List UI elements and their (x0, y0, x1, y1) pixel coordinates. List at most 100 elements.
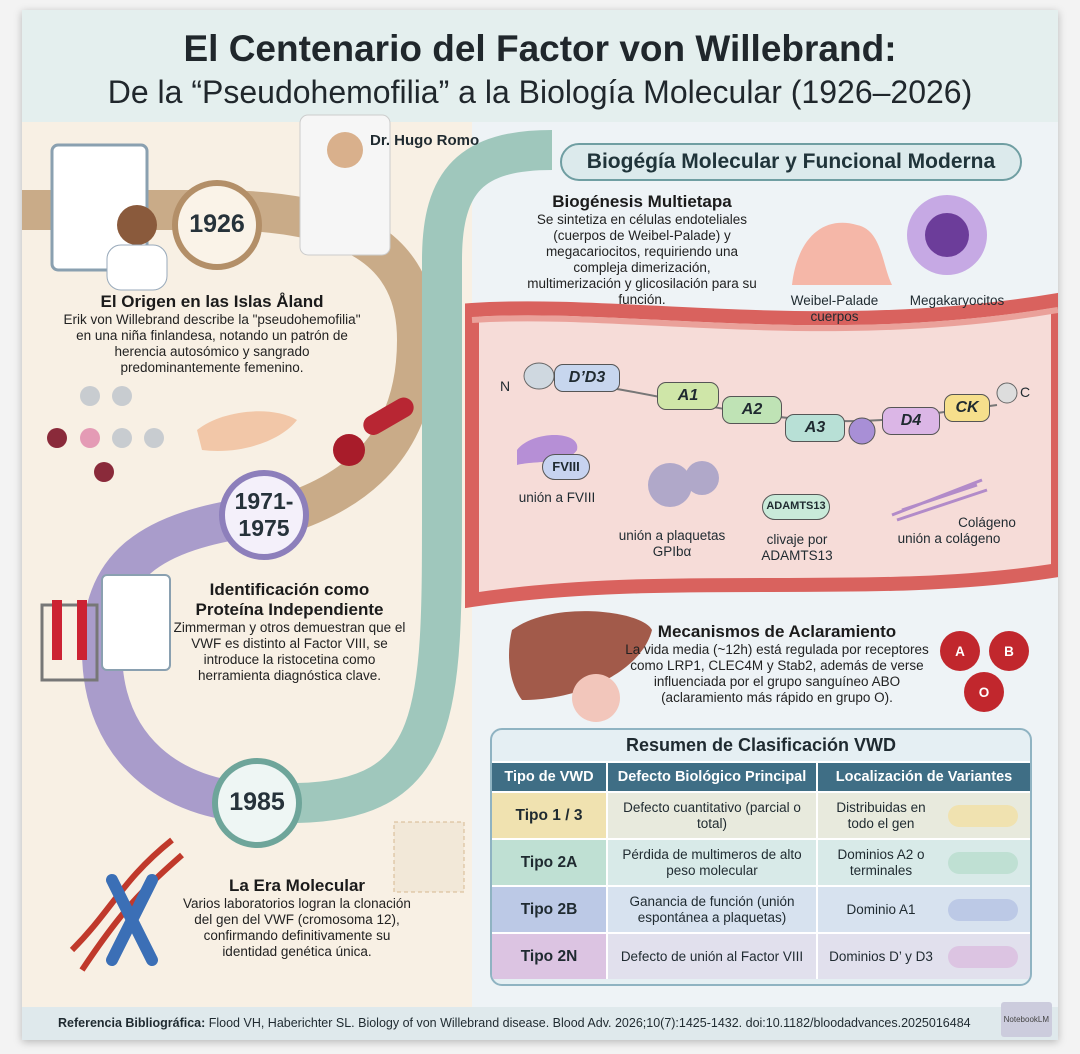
biogenesis-text: Se sintetiza en células endoteliales (cu… (527, 212, 757, 307)
year-circle-1971 (219, 470, 309, 560)
label-collagen: Colágeno (958, 515, 1016, 530)
domain-dd3: D’D3 (554, 364, 620, 392)
pedigree-icon (47, 386, 164, 482)
year-line-1: 1971- (234, 488, 294, 514)
year-circle-1985 (212, 758, 302, 848)
vwf-linker-bead (848, 417, 876, 445)
cell-location-text: Dominios A2 o terminales (837, 846, 925, 878)
test-tubes-icon (40, 603, 99, 682)
year-1985: 1985 (229, 788, 285, 816)
year-1971-1975: 1971-1975 (222, 488, 306, 542)
blood-drop-icon (333, 434, 365, 466)
title-line-2: De la “Pseudohemofilia” a la Biología Mo… (107, 74, 973, 110)
vessel-wall-top (471, 307, 1058, 332)
weibel-palade-cell-icon (792, 222, 892, 285)
bleeding-hand-icon (197, 411, 297, 451)
cell-location: Dominios A2 o terminales (818, 840, 1030, 885)
event-heading-1: Identificación como (209, 580, 370, 599)
label-fviii-binding: unión a FVIII (518, 490, 596, 505)
hepatocyte-icon (572, 674, 620, 722)
cell-defect: Defecto cuantitativo (parcial o total) (608, 793, 818, 838)
label-weibel-palade: Weibel-Palade cuerpos (790, 293, 879, 324)
doctor-portrait (299, 114, 391, 256)
reference-label: Referencia Bibliográfica: (58, 1016, 206, 1030)
timeline-path-teal (296, 130, 553, 823)
author-name: Dr. Hugo Romo (370, 132, 480, 149)
domain-a2: A2 (722, 396, 782, 424)
adamts13-badge: ADAMTS13 (762, 494, 830, 520)
title-banner: El Centenario del Factor von Willebrand:… (22, 10, 1058, 122)
label-adamts13: clivaje por ADAMTS13 (761, 532, 833, 563)
event-text: Varios laboratorios logran la clonación … (183, 896, 411, 959)
lab-clipboard-icon (101, 574, 171, 671)
cell-defect: Pérdida de multimeros de alto peso molec… (608, 840, 818, 885)
year-1926: 1926 (189, 210, 245, 238)
biogenesis-heading: Biogénesis Multietapa (552, 192, 732, 211)
infographic: El Centenario del Factor von Willebrand:… (22, 10, 1058, 1040)
c-terminal-label: C (1020, 384, 1031, 400)
liver-icon (509, 611, 652, 700)
title-line-1: El Centenario del Factor von Willebrand: (183, 28, 897, 69)
table-row: Tipo 2B Ganancia de función (unión espon… (492, 885, 1030, 932)
label-megakaryocytes: Megakaryocitos (909, 293, 1005, 308)
cell-type: Tipo 1 / 3 (492, 793, 608, 838)
variant-illustration-icon (948, 851, 1018, 874)
domain-a3: A3 (785, 414, 845, 442)
vwf-n-terminal (523, 362, 555, 390)
cell-defect: Ganancia de función (unión espontánea a … (608, 887, 818, 932)
blood-tube-icon (363, 397, 414, 435)
clearance-heading: Mecanismos de Aclaramiento (657, 622, 897, 641)
reference-text: Flood VH, Haberichter SL. Biology of von… (205, 1016, 971, 1030)
event-heading: El Origen en las Islas Åland (100, 292, 324, 311)
blood-group-o: O (978, 685, 990, 700)
qr-code (393, 821, 465, 893)
biogenesis-block: Biogénesis Multietapa Se sintetiza en cé… (527, 192, 757, 308)
cell-location: Distribuidas en todo el gen (818, 793, 1030, 838)
table-header-row: Tipo de VWD Defecto Biológico Principal … (492, 761, 1030, 791)
cell-location-text: Dominio A1 (846, 901, 916, 917)
modern-section-header: Biogégía Molecular y Funcional Moderna (560, 143, 1022, 181)
table-row: Tipo 2N Defecto de unión al Factor VIII … (492, 932, 1030, 979)
collagen-icon (891, 478, 988, 522)
col-header-type: Tipo de VWD (492, 763, 608, 791)
label-collagen-binding: unión a colágeno (897, 531, 1001, 546)
cell-location: Dominios D’ y D3 (818, 934, 1030, 979)
vwf-c-terminal (996, 382, 1018, 404)
cell-type: Tipo 2N (492, 934, 608, 979)
blood-group-icons (940, 631, 1029, 712)
domain-ck: CK (944, 394, 990, 422)
cell-type: Tipo 2A (492, 840, 608, 885)
cell-location-text: Dominios D’ y D3 (829, 948, 933, 964)
event-1985: La Era Molecular Varios laboratorios log… (177, 876, 417, 960)
clearance-block: Mecanismos de Aclaramiento La vida media… (622, 622, 932, 706)
doctor-icon (117, 205, 157, 245)
variant-illustration-icon (948, 945, 1018, 968)
table-title: Resumen de Clasificación VWD (625, 735, 897, 755)
cell-location-text: Distribuidas en todo el gen (836, 799, 926, 831)
cell-location: Dominio A1 (818, 887, 1030, 932)
cell-type: Tipo 2B (492, 887, 608, 932)
n-terminal-label: N (500, 378, 511, 394)
domain-a1: A1 (657, 382, 719, 410)
cell-defect: Defecto de unión al Factor VIII (608, 934, 818, 979)
blood-group-b: B (1004, 644, 1014, 659)
col-header-location: Localización de Variantes (835, 769, 1013, 785)
year-line-2: 1975 (238, 515, 290, 541)
chromosome-icon (106, 874, 158, 966)
event-heading-2: Proteína Independiente (195, 600, 384, 619)
variant-illustration-icon (948, 804, 1018, 827)
event-text: Erik von Willebrand describe la "pseudoh… (63, 312, 361, 375)
variant-illustration-icon (948, 898, 1018, 921)
event-heading: La Era Molecular (228, 876, 366, 895)
event-1926: El Origen en las Islas Åland Erik von Wi… (62, 292, 362, 376)
notebooklm-badge: NotebookLM (1000, 1002, 1052, 1037)
label-platelet-binding: unión a plaquetas GPIbα (618, 528, 726, 559)
event-text: Zimmerman y otros demuestran que el VWF … (173, 620, 406, 683)
table-row: Tipo 1 / 3 Defecto cuantitativo (parcial… (492, 791, 1030, 838)
year-circle-1926 (172, 180, 262, 270)
col-header-defect: Defecto Biológico Principal (608, 763, 818, 791)
platelet-icon (648, 461, 719, 507)
event-1971: Identificación como Proteína Independien… (172, 580, 407, 684)
domain-d4: D4 (882, 407, 940, 435)
clearance-text: La vida media (~12h) está regulada por r… (625, 642, 929, 705)
